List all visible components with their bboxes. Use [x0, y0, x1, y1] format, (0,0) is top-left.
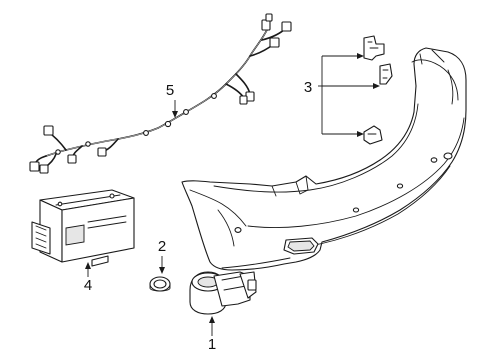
callout-5-label: 5 — [166, 82, 174, 99]
callout-1-label: 1 — [208, 336, 216, 353]
bumper-brackets — [363, 35, 393, 145]
sensor-grommet — [149, 276, 171, 292]
control-module — [31, 189, 135, 267]
callout-5: 5 — [166, 82, 178, 118]
parking-sensor — [189, 271, 257, 315]
wiring-harness — [29, 13, 292, 174]
callout-1: 1 — [208, 316, 216, 353]
callout-2: 2 — [158, 238, 166, 274]
rear-bumper-cover — [181, 47, 467, 271]
callout-4: 4 — [84, 262, 92, 294]
callout-2-label: 2 — [158, 238, 166, 255]
callout-3-label: 3 — [304, 79, 312, 96]
callout-4-label: 4 — [84, 277, 92, 294]
callout-3: 3 — [304, 53, 380, 137]
